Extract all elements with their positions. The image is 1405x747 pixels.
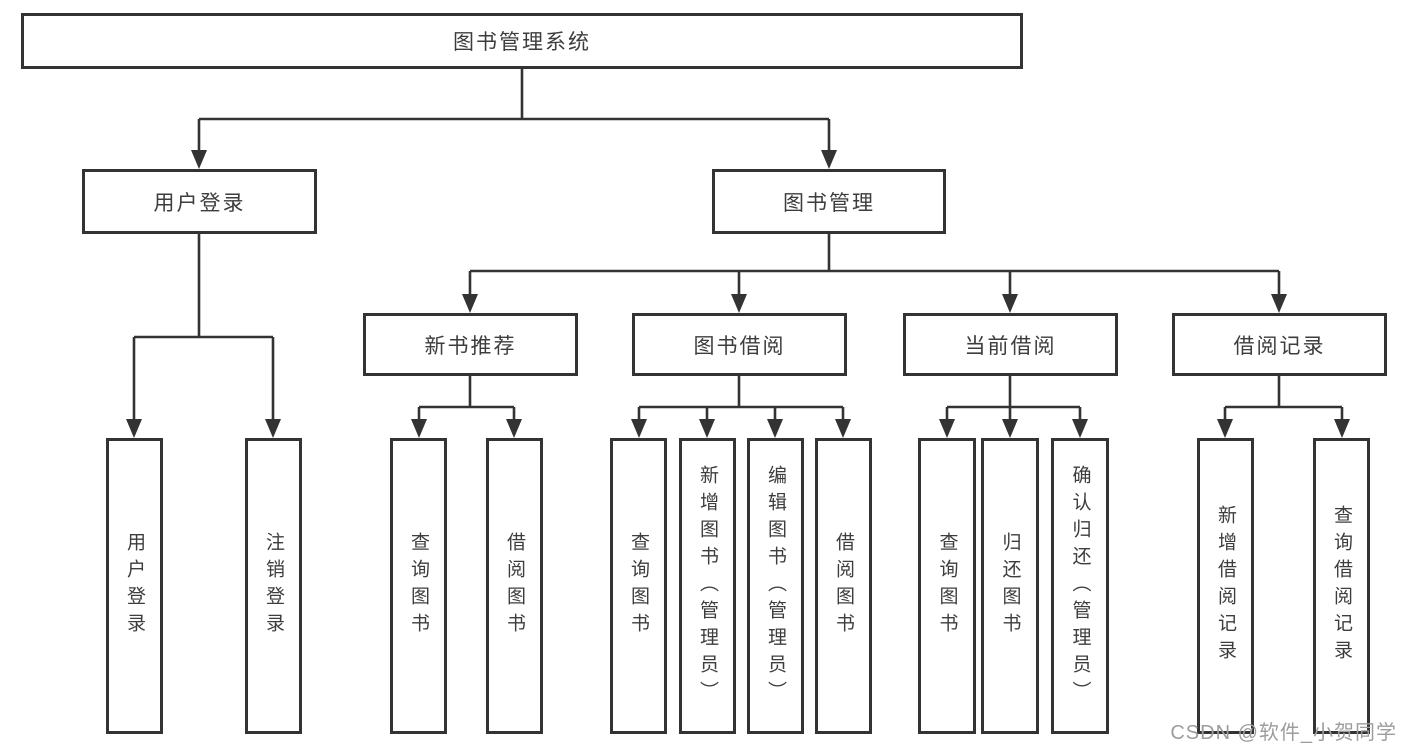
node-library-management-system: 图书管理系统 <box>21 13 1023 69</box>
node-label: 查询借阅记录 <box>1331 505 1352 667</box>
node-label: 借阅图书 <box>833 532 854 640</box>
connector-borrow-record-children <box>1217 376 1350 438</box>
node-label: 当前借阅 <box>964 334 1057 358</box>
connector-book-borrow-children <box>631 376 851 438</box>
node-label: 编辑图书（管理员） <box>765 464 786 708</box>
connector-user-login-children <box>126 234 281 438</box>
node-label: 新增图书（管理员） <box>697 464 718 708</box>
node-label: 借阅图书 <box>504 532 525 640</box>
node-label: 新增借阅记录 <box>1215 505 1236 667</box>
node-label: 确认归还（管理员） <box>1069 464 1091 708</box>
leaf-borrow-books: 借阅图书 <box>815 438 872 734</box>
leaf-query-borrow-record: 查询借阅记录 <box>1313 438 1370 734</box>
leaf-query-books-current: 查询图书 <box>918 438 976 734</box>
leaf-add-borrow-record: 新增借阅记录 <box>1197 438 1254 734</box>
connector-root-to-level2 <box>191 69 837 169</box>
node-label: 用户登录 <box>124 532 145 640</box>
node-label: 图书管理系统 <box>453 31 591 54</box>
node-new-book-recommend: 新书推荐 <box>363 313 578 376</box>
connector-new-book-children <box>411 376 522 438</box>
node-label: 查询图书 <box>628 532 649 640</box>
node-label: 注销登录 <box>263 532 284 640</box>
leaf-return-books: 归还图书 <box>981 438 1039 734</box>
node-label: 归还图书 <box>999 532 1021 640</box>
leaf-user-login: 用户登录 <box>106 438 163 734</box>
leaf-logout: 注销登录 <box>245 438 302 734</box>
node-label: 图书借阅 <box>693 334 786 358</box>
connector-current-borrow-children <box>939 376 1088 438</box>
node-borrow-record: 借阅记录 <box>1172 313 1387 376</box>
leaf-borrow-books-recommend: 借阅图书 <box>486 438 543 734</box>
csdn-watermark: CSDN @软件_小贺同学 <box>1170 722 1397 744</box>
node-label: 用户登录 <box>153 191 246 215</box>
node-label: 新书推荐 <box>424 334 517 358</box>
node-current-borrow: 当前借阅 <box>903 313 1118 376</box>
node-user-login: 用户登录 <box>82 169 317 234</box>
leaf-edit-books-admin: 编辑图书（管理员） <box>747 438 804 734</box>
leaf-add-books-admin: 新增图书（管理员） <box>679 438 736 734</box>
node-label: 查询图书 <box>936 532 958 640</box>
node-book-borrow: 图书借阅 <box>632 313 847 376</box>
node-label: 查询图书 <box>408 532 429 640</box>
leaf-confirm-return-admin: 确认归还（管理员） <box>1051 438 1109 734</box>
node-book-management: 图书管理 <box>712 169 946 234</box>
leaf-query-books-borrow: 查询图书 <box>610 438 667 734</box>
connector-book-management-children <box>462 234 1287 313</box>
leaf-query-books-recommend: 查询图书 <box>390 438 447 734</box>
node-label: 图书管理 <box>783 191 875 215</box>
node-label: 借阅记录 <box>1233 334 1326 358</box>
